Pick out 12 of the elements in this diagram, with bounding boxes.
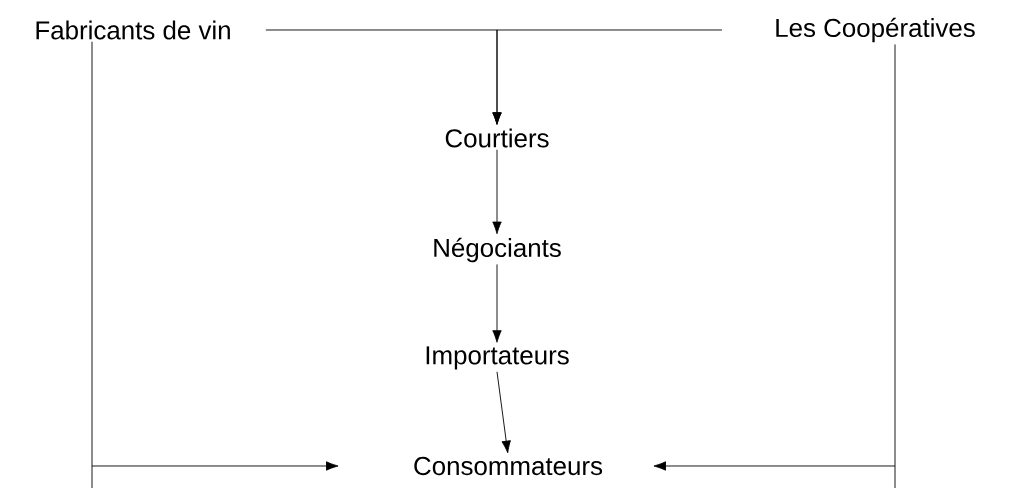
arrow <box>496 371 511 454</box>
node-label: Les Coopératives <box>776 17 975 43</box>
node-label: Importateurs <box>426 346 569 370</box>
node-label: Négociants <box>434 237 561 263</box>
node-label: Consommateurs <box>414 456 603 476</box>
node-label: Fabricants de vin <box>36 20 230 40</box>
arrow <box>653 43 896 488</box>
arrow <box>492 149 502 235</box>
arrow <box>492 29 723 125</box>
arrow <box>492 263 502 343</box>
node-label: Courtiers <box>445 128 549 148</box>
arrow <box>91 41 339 488</box>
